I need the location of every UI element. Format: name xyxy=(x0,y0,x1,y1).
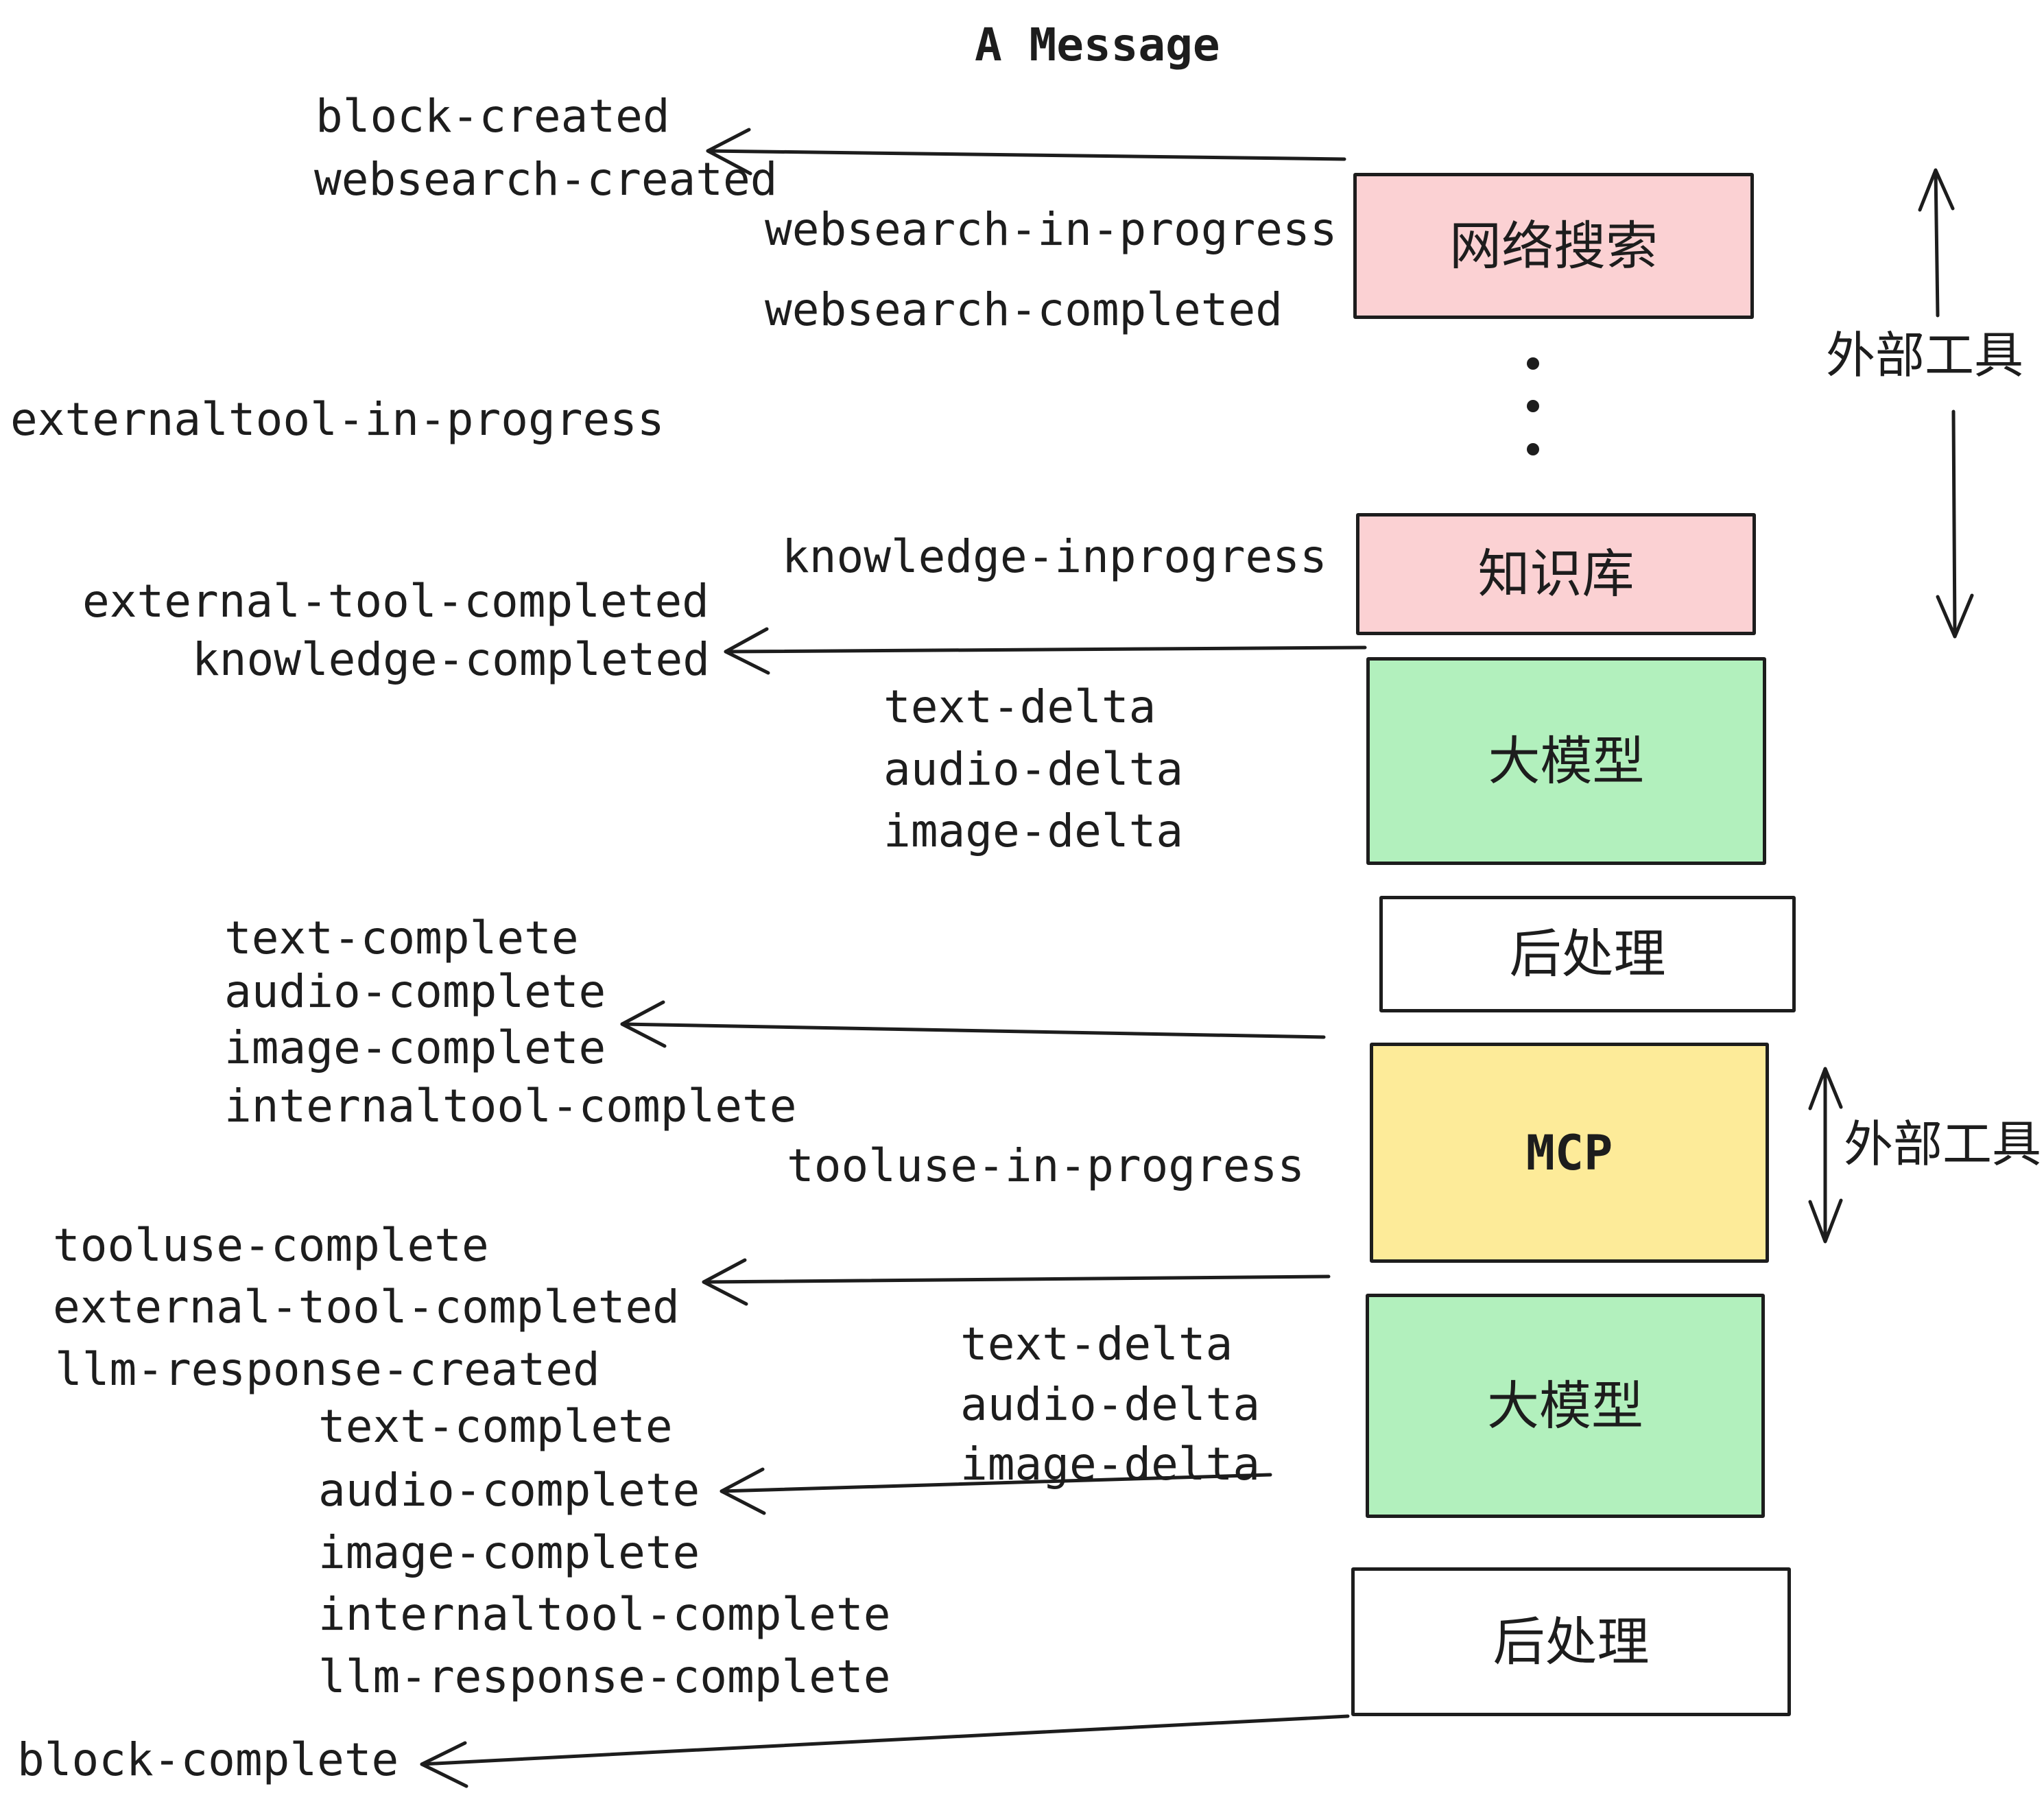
event-label-audio-delta-1: audio-delta xyxy=(883,743,1184,796)
event-label-text-complete-1: text-complete xyxy=(224,912,579,964)
box-websearch: 网络搜索 xyxy=(1353,173,1754,319)
external-tools-up-arrow-head xyxy=(1918,168,1955,212)
event-label-llm-response-created: llm-response-created xyxy=(55,1343,600,1396)
event-label-websearch-in-progress: websearch-in-progress xyxy=(765,203,1338,256)
event-label-text-complete-2: text-complete xyxy=(318,1400,673,1453)
box-websearch-label: 网络搜索 xyxy=(1449,215,1658,276)
box-knowledge: 知识库 xyxy=(1356,513,1756,635)
arrow-knowledge-to-completed-shaft xyxy=(724,645,1367,654)
external-tools-mcp-double-arrow-top-head xyxy=(1808,1067,1843,1111)
box-mcp: MCP xyxy=(1370,1043,1769,1263)
vertical-ellipsis-dots xyxy=(1527,357,1539,455)
box-llm-2-label: 大模型 xyxy=(1487,1375,1643,1436)
arrow-mcp-to-tooluse-complete-head xyxy=(702,1258,748,1306)
event-label-externaltool-in-progress: externaltool-in-progress xyxy=(10,393,665,446)
event-label-external-tool-completed-2: external-tool-completed xyxy=(53,1281,680,1333)
event-label-external-tool-completed: external-tool-completed xyxy=(82,575,709,628)
box-post-1: 后处理 xyxy=(1379,896,1796,1012)
arrow-post2-to-block-complete-shaft xyxy=(420,1714,1350,1766)
event-label-tooluse-complete: tooluse-complete xyxy=(53,1219,489,1272)
event-label-audio-delta-2: audio-delta xyxy=(960,1378,1261,1431)
external-tools-down-arrow-shaft xyxy=(1951,410,1957,639)
external-tools-mcp-double-arrow-bottom-head xyxy=(1808,1198,1843,1244)
event-label-text-delta-2: text-delta xyxy=(960,1318,1233,1370)
event-label-image-delta-1: image-delta xyxy=(883,805,1184,857)
event-label-internaltool-complete-1: internaltool-complete xyxy=(224,1080,797,1132)
arrow-post1-to-image-complete-shaft xyxy=(620,1022,1326,1039)
event-label-knowledge-completed: knowledge-completed xyxy=(192,633,710,686)
box-llm-1-label: 大模型 xyxy=(1488,730,1645,792)
event-label-tooluse-in-progress: tooluse-in-progress xyxy=(787,1139,1305,1192)
page-title: A Message xyxy=(975,19,1220,71)
event-label-knowledge-inprogress: knowledge-inprogress xyxy=(782,530,1327,583)
external-tools-label-top: 外部工具 xyxy=(1826,327,2024,384)
arrow-llm2-to-audio-complete-head xyxy=(720,1467,766,1515)
arrow-websearch-to-created-shaft xyxy=(706,149,1346,161)
box-knowledge-label: 知识库 xyxy=(1477,543,1635,604)
box-llm-1: 大模型 xyxy=(1366,657,1766,865)
event-label-text-delta-1: text-delta xyxy=(883,680,1156,733)
event-label-llm-response-complete: llm-response-complete xyxy=(318,1650,891,1703)
event-label-image-complete-1: image-complete xyxy=(224,1021,606,1074)
event-label-websearch-created: websearch-created xyxy=(314,153,778,206)
arrow-post2-to-block-complete-head xyxy=(420,1741,468,1788)
arrow-knowledge-to-completed-head xyxy=(724,627,770,675)
external-tools-label-mcp: 外部工具 xyxy=(1844,1115,2042,1173)
box-post-1-label: 后处理 xyxy=(1509,923,1666,984)
event-label-block-created: block-created xyxy=(316,90,670,143)
arrow-mcp-to-tooluse-complete-shaft xyxy=(702,1274,1331,1284)
event-label-block-complete: block-complete xyxy=(17,1733,399,1786)
event-label-image-complete-2: image-complete xyxy=(318,1526,700,1579)
event-label-audio-complete-1: audio-complete xyxy=(224,965,606,1018)
external-tools-down-arrow-head xyxy=(1936,593,1974,639)
event-label-internaltool-complete-2: internaltool-complete xyxy=(318,1588,891,1641)
box-post-2: 后处理 xyxy=(1351,1567,1791,1716)
box-post-2-label: 后处理 xyxy=(1493,1611,1650,1672)
event-label-image-delta-2: image-delta xyxy=(960,1438,1261,1491)
arrow-post1-to-image-complete-head xyxy=(620,1000,667,1048)
box-llm-2: 大模型 xyxy=(1366,1294,1765,1518)
event-label-audio-complete-2: audio-complete xyxy=(318,1464,700,1517)
event-label-websearch-completed: websearch-completed xyxy=(765,283,1283,336)
box-mcp-label: MCP xyxy=(1525,1124,1613,1181)
external-tools-up-arrow-shaft xyxy=(1934,168,1940,318)
